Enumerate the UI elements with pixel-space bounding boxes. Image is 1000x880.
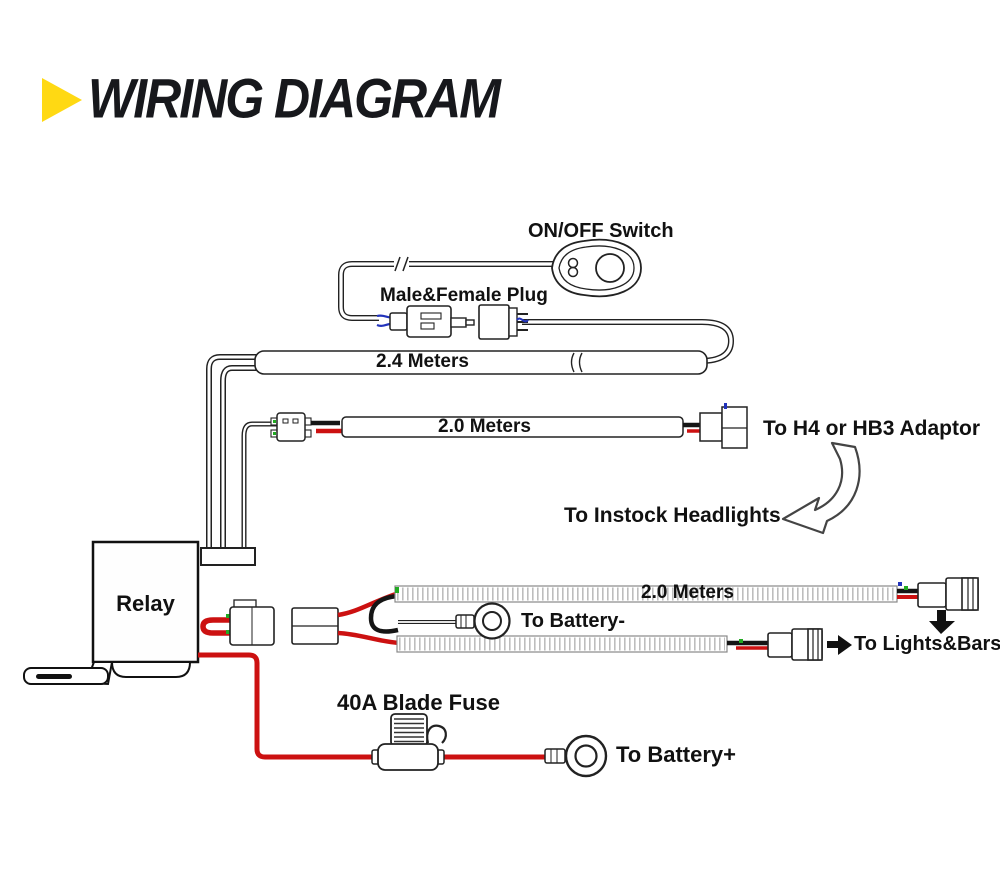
label-relay: Relay [116, 591, 175, 616]
h4-wire-row [270, 403, 748, 449]
lights-connector-lower-icon [727, 628, 823, 661]
relay-bracket [23, 661, 114, 686]
label-blade-fuse: 40A Blade Fuse [337, 690, 501, 715]
relay-foot [110, 661, 192, 678]
connector-b-icon [291, 607, 339, 645]
blade-fuse-icon [371, 713, 447, 771]
down-arrow-icon [929, 610, 955, 634]
curved-arrow-icon [781, 441, 861, 535]
red-jumper-wire [200, 617, 230, 636]
right-arrow-icon [827, 635, 852, 655]
label-instock-headlights: To Instock Headlights [564, 504, 781, 527]
connector-a-icon [229, 599, 275, 646]
female-plug-icon [478, 304, 529, 340]
label-wire-24m: 2.4 Meters [376, 351, 469, 372]
switch-wire [338, 255, 554, 321]
label-battery-neg: To Battery- [521, 610, 626, 632]
label-h4-adaptor: To H4 or HB3 Adaptor [763, 417, 981, 440]
break-icon [394, 255, 409, 273]
label-wire-20m-h4: 2.0 Meters [438, 416, 531, 437]
inline-connector-icon [276, 412, 306, 442]
sleeve-2-4m [254, 350, 708, 375]
braided-sleeve-lower [396, 635, 728, 653]
lights-connector-upper-icon [897, 577, 979, 611]
label-lights-bars: To Lights&Bars [854, 633, 1000, 655]
harness-bundle-left [200, 354, 279, 566]
relay-box [23, 540, 200, 686]
header-arrow-icon [42, 78, 82, 122]
h4-adaptor-connector-icon [699, 403, 748, 449]
battery-positive-circuit [198, 652, 608, 778]
label-male-female-plug: Male&Female Plug [380, 285, 548, 306]
braided-sleeve-upper [394, 585, 898, 603]
ring-terminal-negative-icon [455, 602, 511, 640]
bundle-junction-block [200, 547, 256, 566]
label-wire-20m-lights: 2.0 Meters [641, 582, 734, 603]
male-plug-icon [376, 305, 475, 338]
page-title: WIRING DIAGRAM [88, 66, 501, 130]
on-off-switch-icon [551, 238, 642, 298]
relay-output-wiring [200, 591, 458, 646]
plug-to-sleeve-wire [522, 319, 735, 364]
ring-terminal-positive-icon [544, 734, 608, 778]
break-icon [566, 352, 586, 373]
label-battery-pos: To Battery+ [616, 742, 737, 767]
label-onoff-switch: ON/OFF Switch [528, 220, 674, 242]
